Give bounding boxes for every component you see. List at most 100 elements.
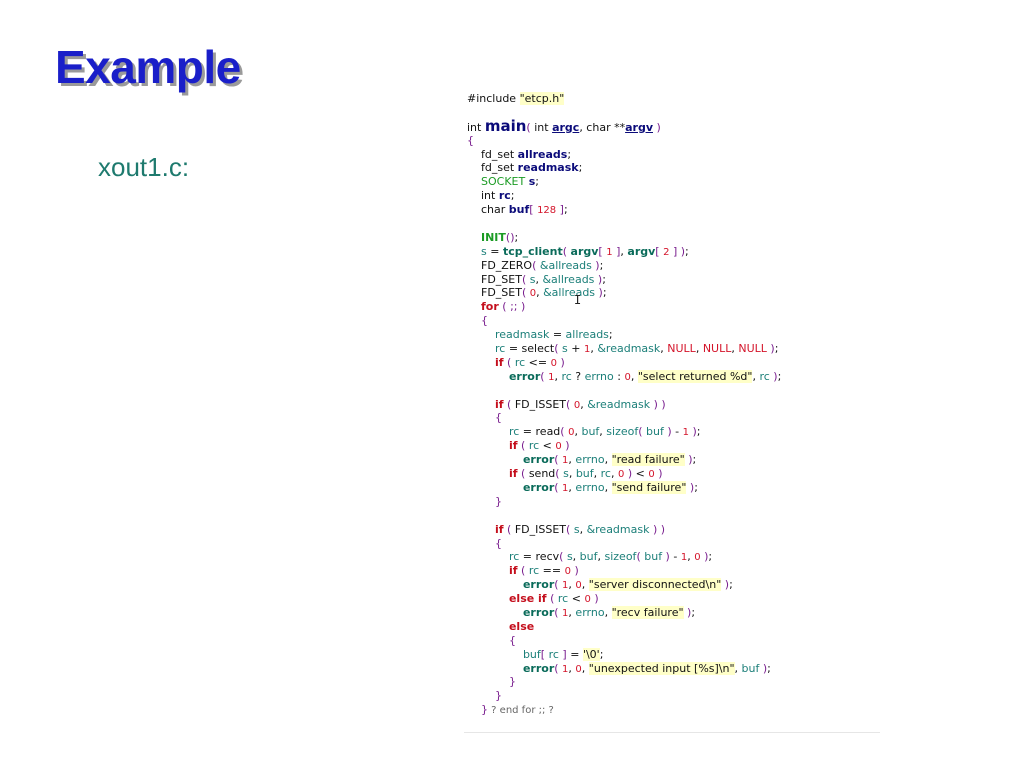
code-token: , — [604, 605, 612, 619]
code-token: ; — [708, 550, 713, 564]
code-token: < — [568, 592, 585, 606]
code-token — [467, 523, 495, 536]
code-line: buf[ rc ] = '\0'; — [467, 647, 880, 662]
code-token: errno — [575, 605, 605, 619]
code-token: FD_SET — [467, 272, 522, 286]
code-token: [ — [540, 647, 549, 661]
code-token: } — [467, 689, 502, 703]
code-token: FD_SET — [467, 286, 522, 300]
code-token: ( — [517, 467, 529, 481]
code-token: , — [660, 342, 668, 356]
code-token — [467, 578, 523, 591]
code-token: ; — [602, 272, 606, 286]
code-token: "send failure" — [611, 480, 687, 494]
code-token: { — [467, 633, 516, 647]
code-token: errno — [584, 369, 614, 383]
code-token: , — [579, 522, 587, 536]
code-token — [467, 300, 481, 313]
code-token: ( — [554, 480, 563, 494]
code-token: , — [568, 467, 576, 481]
code-token: ( — [526, 120, 535, 134]
code-token: error — [522, 605, 555, 619]
code-line: { — [467, 134, 880, 148]
code-token: 128 — [537, 205, 557, 217]
code-token: rc — [508, 550, 520, 564]
code-token: ( — [517, 439, 529, 453]
code-token: 0 — [550, 357, 557, 369]
code-token: ) — [654, 467, 663, 481]
code-token: rc — [561, 369, 572, 383]
code-line — [467, 106, 880, 120]
code-token — [467, 606, 523, 619]
code-line: if ( FD_ISSET( 0, &readmask ) ) — [467, 398, 880, 412]
code-token: 1 — [682, 427, 689, 439]
code-token: buf — [741, 661, 760, 675]
code-token: 0 — [584, 594, 591, 606]
code-line — [467, 217, 880, 231]
code-token: = — [549, 328, 566, 342]
code-token: ( — [503, 397, 515, 411]
code-token: ) — [591, 258, 600, 272]
code-token: if — [494, 355, 504, 369]
code-token: rc — [528, 439, 540, 453]
code-token: , — [580, 397, 588, 411]
code-token: FD_ZERO — [467, 258, 533, 272]
code-token: ( ;; ) — [498, 300, 526, 314]
code-token: ) — [721, 578, 730, 592]
code-token: ? — [571, 369, 585, 383]
code-token: = recv — [519, 550, 560, 564]
code-token: , — [554, 369, 562, 383]
code-token: 0 — [573, 399, 581, 411]
code-token: () — [505, 230, 515, 244]
code-token: ( — [555, 467, 564, 481]
text-cursor-icon — [574, 293, 582, 307]
code-token: , — [535, 272, 543, 286]
code-token: = — [566, 647, 583, 661]
code-line: readmask = allreads; — [467, 328, 880, 342]
slide-title: Example — [55, 41, 241, 93]
code-token: , — [593, 467, 601, 481]
code-line: fd_set allreads; — [467, 148, 880, 162]
code-token — [467, 398, 495, 411]
code-token: , — [572, 550, 580, 564]
code-line: } — [467, 495, 880, 509]
code-token: buf — [579, 550, 598, 564]
code-line: rc = recv( s, buf, sizeof( buf ) - 1, 0 … — [467, 550, 880, 564]
code-token: } — [467, 703, 488, 717]
code-token: , char ** — [579, 120, 626, 134]
code-token: error — [522, 453, 555, 467]
code-token: ) — [624, 467, 633, 481]
code-token: errno — [575, 453, 605, 467]
code-token: , — [568, 480, 576, 494]
code-token: buf — [508, 203, 530, 217]
code-token: = select — [505, 342, 555, 356]
code-token: ) — [689, 425, 697, 439]
code-token: 0 — [555, 441, 562, 453]
code-token: ; — [567, 147, 572, 161]
code-token: 0 — [568, 427, 575, 439]
code-token — [467, 370, 509, 383]
code-token: ) — [766, 342, 775, 356]
code-token: , — [536, 286, 544, 300]
code-token — [467, 592, 509, 605]
code-line: { — [467, 634, 880, 648]
code-token: ( — [503, 355, 515, 369]
code-token — [467, 662, 523, 675]
code-token: ( — [638, 425, 647, 439]
code-line: if ( rc <= 0 ) — [467, 356, 880, 370]
file-label: xout1.c: — [98, 152, 190, 182]
code-token: s — [528, 175, 536, 189]
code-token: ; — [767, 661, 771, 675]
code-token: ( — [503, 522, 515, 536]
code-token: ; — [602, 286, 607, 300]
code-token: ; — [691, 605, 696, 619]
code-token — [467, 453, 523, 466]
code-token — [467, 481, 523, 494]
code-token: 0 — [529, 288, 537, 300]
code-token: if — [508, 439, 518, 453]
code-line: int rc; — [467, 189, 880, 203]
code-token: , — [604, 480, 612, 494]
code-token: send — [528, 467, 556, 481]
code-token: ; — [685, 244, 689, 258]
code-token: int — [534, 120, 553, 134]
